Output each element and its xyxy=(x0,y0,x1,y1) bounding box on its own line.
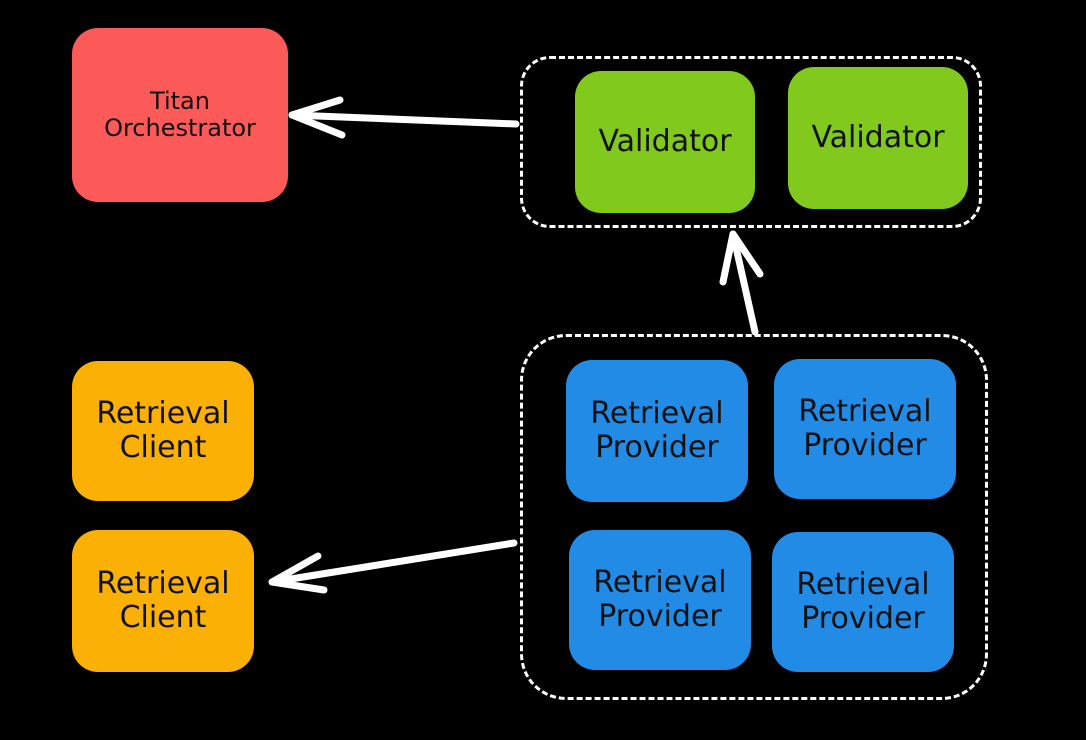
retrieval-provider-label: Retrieval Provider xyxy=(798,394,932,463)
titan-orchestrator-node: Titan Orchestrator xyxy=(72,28,288,202)
retrieval-provider-node-4: Retrieval Provider xyxy=(772,532,954,672)
arrow-providers-to-client xyxy=(268,539,518,594)
retrieval-provider-node-3: Retrieval Provider xyxy=(569,530,751,670)
validator-node-1: Validator xyxy=(575,71,755,213)
retrieval-provider-label: Retrieval Provider xyxy=(796,567,930,636)
retrieval-client-label: Retrieval Client xyxy=(96,566,230,635)
retrieval-client-node-2: Retrieval Client xyxy=(72,530,254,672)
validator-group xyxy=(520,56,982,228)
validator-label: Validator xyxy=(598,124,732,160)
retrieval-client-node-1: Retrieval Client xyxy=(72,361,254,501)
provider-group xyxy=(520,334,988,700)
validator-label: Validator xyxy=(811,120,945,156)
retrieval-client-label: Retrieval Client xyxy=(96,396,230,465)
retrieval-provider-label: Retrieval Provider xyxy=(590,396,724,465)
retrieval-provider-node-1: Retrieval Provider xyxy=(566,360,748,502)
arrow-providers-to-validators xyxy=(719,230,764,336)
arrow-validators-to-orchestrator xyxy=(288,96,520,139)
validator-node-2: Validator xyxy=(788,67,968,209)
retrieval-provider-label: Retrieval Provider xyxy=(593,565,727,634)
titan-orchestrator-label: Titan Orchestrator xyxy=(104,87,256,142)
retrieval-provider-node-2: Retrieval Provider xyxy=(774,359,956,499)
